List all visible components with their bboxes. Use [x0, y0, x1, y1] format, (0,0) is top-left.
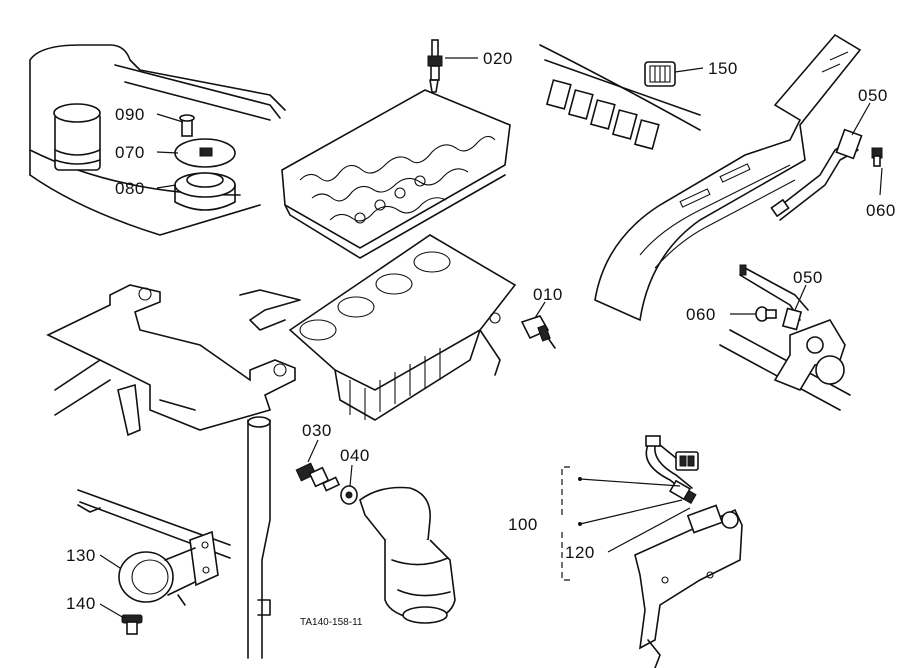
callout-130: 130: [66, 546, 96, 565]
glow-plug-sensor-020: [427, 39, 443, 93]
figure-code: TA140-158-11: [300, 617, 363, 628]
horn-130: [118, 547, 196, 606]
bolt-140: [121, 614, 143, 635]
bullet-dot: [578, 522, 582, 526]
callout-060-lower: 060: [686, 305, 716, 324]
bolt-060-lower: [755, 306, 777, 322]
callout-010: 010: [533, 285, 563, 304]
vertical-pipe: [247, 416, 271, 659]
callout-100: 100: [508, 515, 538, 534]
washer-040: [340, 485, 358, 505]
callout-070: 070: [115, 143, 145, 162]
horn-mount-rail: [77, 489, 231, 587]
sender-wire-harness: [645, 435, 699, 505]
bolt-060-upper: [871, 147, 883, 167]
bullet-dot: [578, 477, 582, 481]
callout-050-lower: 050: [793, 268, 823, 287]
wiring-harness-050-upper: [770, 128, 863, 221]
callout-140: 140: [66, 594, 96, 613]
cylinder-head: [281, 89, 511, 259]
frame-bracket: [46, 284, 296, 437]
sender-bracket: [634, 504, 743, 668]
group-bracket-100: [561, 466, 570, 581]
callout-120: 120: [565, 543, 595, 562]
callout-150: 150: [708, 59, 738, 78]
callout-060-upper: 060: [866, 201, 896, 220]
callout-090: 090: [115, 105, 145, 124]
sensor-030: [295, 462, 341, 492]
filter-cap-assembly: [174, 114, 236, 211]
engine-block: [239, 234, 517, 421]
shaft-switch-assembly: [719, 264, 851, 411]
lamp-150: [644, 61, 676, 87]
oil-pressure-switch-010: [520, 315, 556, 349]
callout-040: 040: [340, 446, 370, 465]
callout-080: 080: [115, 179, 145, 198]
oil-filter-housing: [359, 486, 456, 624]
callout-050-upper: 050: [858, 86, 888, 105]
callout-030: 030: [302, 421, 332, 440]
tank-housing: [29, 44, 286, 236]
instrument-panel: [539, 44, 701, 150]
fender-bracket: [594, 33, 862, 322]
leader-lines: [99, 57, 883, 619]
callout-020: 020: [483, 49, 513, 68]
